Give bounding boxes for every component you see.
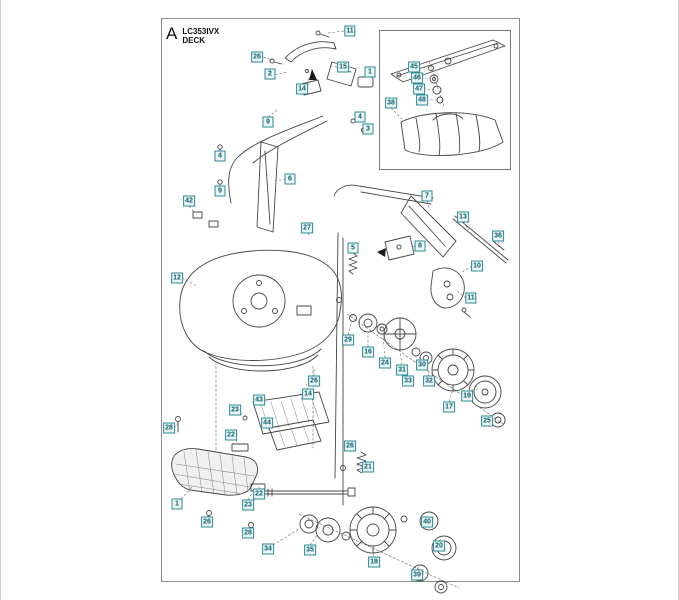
rear-bumper [171,448,258,496]
indicator-arrow-2 [377,248,386,257]
control-cables [228,115,328,204]
rear-door [252,391,330,451]
rear-axle [256,451,367,497]
title-block: LC353IVX DECK [182,27,219,45]
model-name: LC353IVX [182,27,220,36]
drive-wheel [431,348,475,392]
section-letter: A [166,24,178,43]
hubcap [468,375,506,428]
handle-mount-assembly [269,30,374,133]
control-rods [334,232,358,506]
diagram-header: A LC353IVX DECK [166,24,219,46]
blade-kit-inset-frame [379,30,511,170]
blade-kit-drawing [390,39,506,156]
mount-bracket [384,235,415,261]
wheel-bracket [430,267,471,318]
mower-deck-body [179,249,342,453]
rear-handle [333,184,457,258]
cable-clips [192,211,219,228]
bottom-drive-assembly [298,506,460,594]
support-plate [217,141,279,233]
diagram-subtitle: DECK [182,36,206,45]
diagram-frame [161,18,520,582]
height-adjust-rod [452,215,509,264]
indicator-arrow-1 [309,69,317,80]
